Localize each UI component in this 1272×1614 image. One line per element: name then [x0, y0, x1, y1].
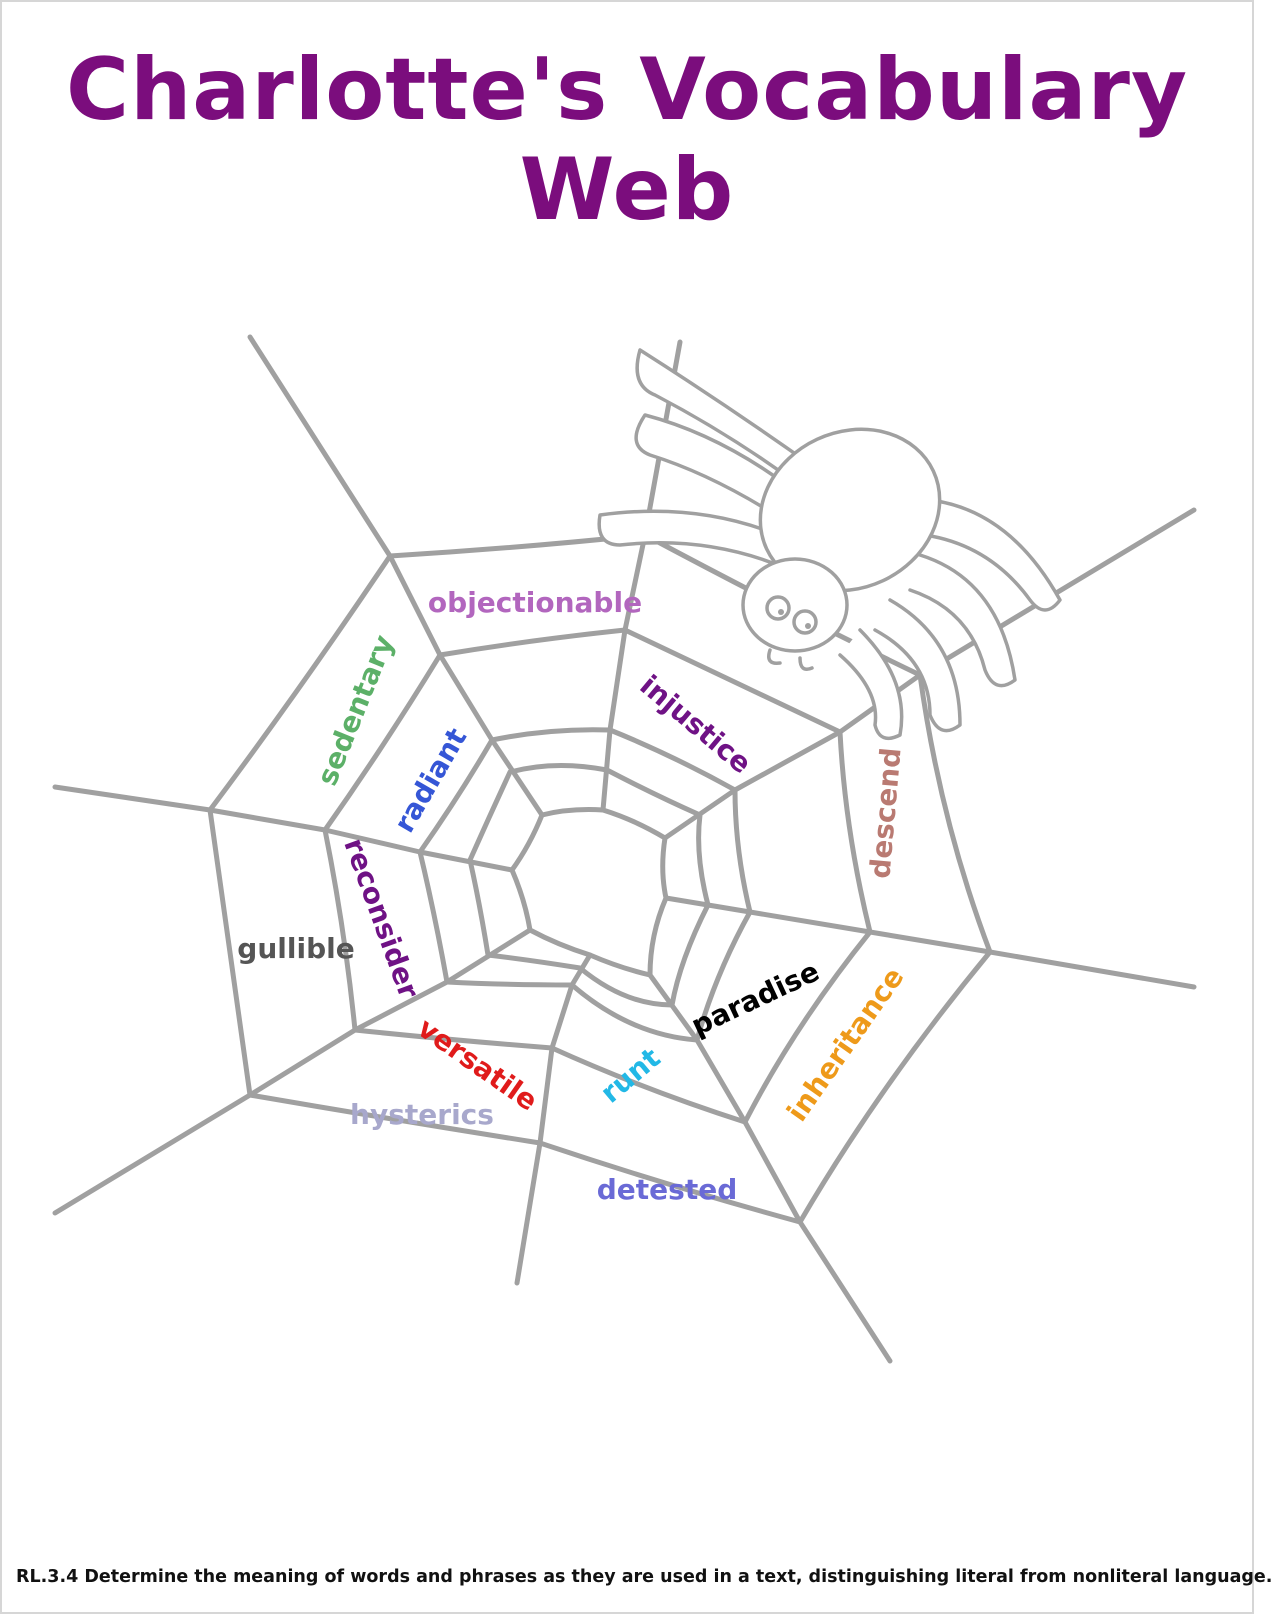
spider-leg-back-3	[597, 509, 802, 572]
spider-abdomen	[758, 427, 942, 593]
spider-leg-right-1	[923, 498, 1062, 612]
spider-leg-right-3	[873, 598, 962, 733]
word-detested: detested	[597, 1173, 738, 1206]
spider-illustration	[597, 348, 1062, 741]
word-descend: descend	[863, 746, 907, 880]
word-paradise: paradise	[686, 955, 824, 1043]
spider-head	[741, 557, 849, 653]
spider-leg-right-2	[908, 553, 1017, 688]
word-objectionable: objectionable	[428, 586, 642, 619]
spider-fangs	[767, 648, 814, 671]
word-hysterics: hysterics	[350, 1098, 494, 1131]
page-title: Charlotte's Vocabulary Web	[65, 40, 1189, 240]
spider-eye-left	[765, 595, 791, 621]
spider-leg-right-4	[838, 628, 904, 741]
spider-eye-right	[792, 609, 818, 635]
web-threads	[52, 334, 1197, 1364]
standard-footer: RL.3.4 Determine the meaning of words an…	[16, 1567, 1272, 1587]
word-radiant: radiant	[388, 722, 474, 838]
word-gullible: gullible	[237, 932, 354, 965]
word-runt: runt	[594, 1041, 667, 1109]
